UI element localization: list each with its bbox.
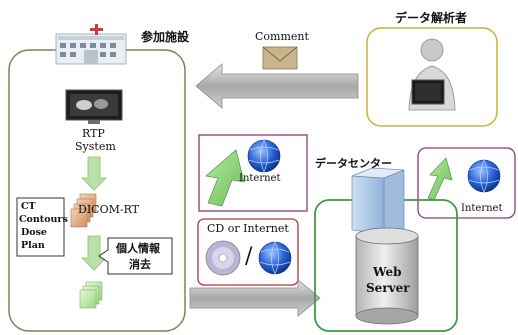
internet-box-left: [198, 134, 308, 212]
ct-item-plan: Plan: [21, 240, 45, 251]
ct-item-dose: Dose: [21, 227, 47, 238]
analyst-title: データ解析者: [395, 11, 468, 25]
envelope-icon: [262, 46, 298, 70]
download-arrow-right: [427, 157, 453, 201]
web-server-cylinder: [355, 227, 419, 325]
analyst-box: [366, 27, 498, 127]
cd-icon: [205, 240, 241, 276]
ct-item-contours: Contours: [19, 214, 68, 225]
internet-label-right: Internet: [461, 203, 503, 214]
facility-title: 参加施設: [141, 30, 190, 44]
rtp-system-monitor: [65, 89, 123, 124]
dicom-label: DICOM-RT: [78, 203, 140, 216]
anonymized-documents-icon: [79, 281, 103, 309]
media-box: [197, 218, 299, 286]
internet-label-left: Internet: [239, 173, 281, 184]
rtp-label-line2: System: [75, 140, 116, 153]
comment-label: Comment: [255, 30, 309, 43]
globe-icon-media: [258, 241, 292, 275]
hospital-icon: [55, 24, 127, 65]
media-slash: /: [245, 244, 253, 269]
web-server-label-line1: Web: [373, 265, 402, 279]
web-server-label-line2: Server: [366, 281, 410, 295]
privacy-label-line1: 個人情報: [116, 242, 160, 255]
ct-item-ct: CT: [21, 201, 36, 212]
rtp-label-line1: RTP: [82, 127, 105, 140]
upload-arrow-left: [205, 149, 245, 207]
building-icon: [351, 167, 405, 235]
comment-arrow: [195, 63, 359, 109]
flow-arrow-rtp-to-dicom: [81, 156, 107, 191]
privacy-removal-callout: [98, 237, 173, 275]
datacenter-title: データセンター: [315, 157, 392, 170]
dicom-documents-icon: [70, 193, 97, 228]
globe-icon-left: [247, 139, 281, 173]
upload-arrow-bottom: [189, 279, 321, 317]
globe-icon-right: [467, 159, 501, 193]
media-label: CD or Internet: [207, 222, 289, 235]
analyst-person-icon: [408, 38, 456, 111]
flow-arrow-dicom-to-anon: [81, 235, 107, 271]
ct-list-box: [16, 197, 65, 257]
internet-box-right: [417, 147, 516, 219]
privacy-label-line2: 消去: [129, 258, 151, 271]
